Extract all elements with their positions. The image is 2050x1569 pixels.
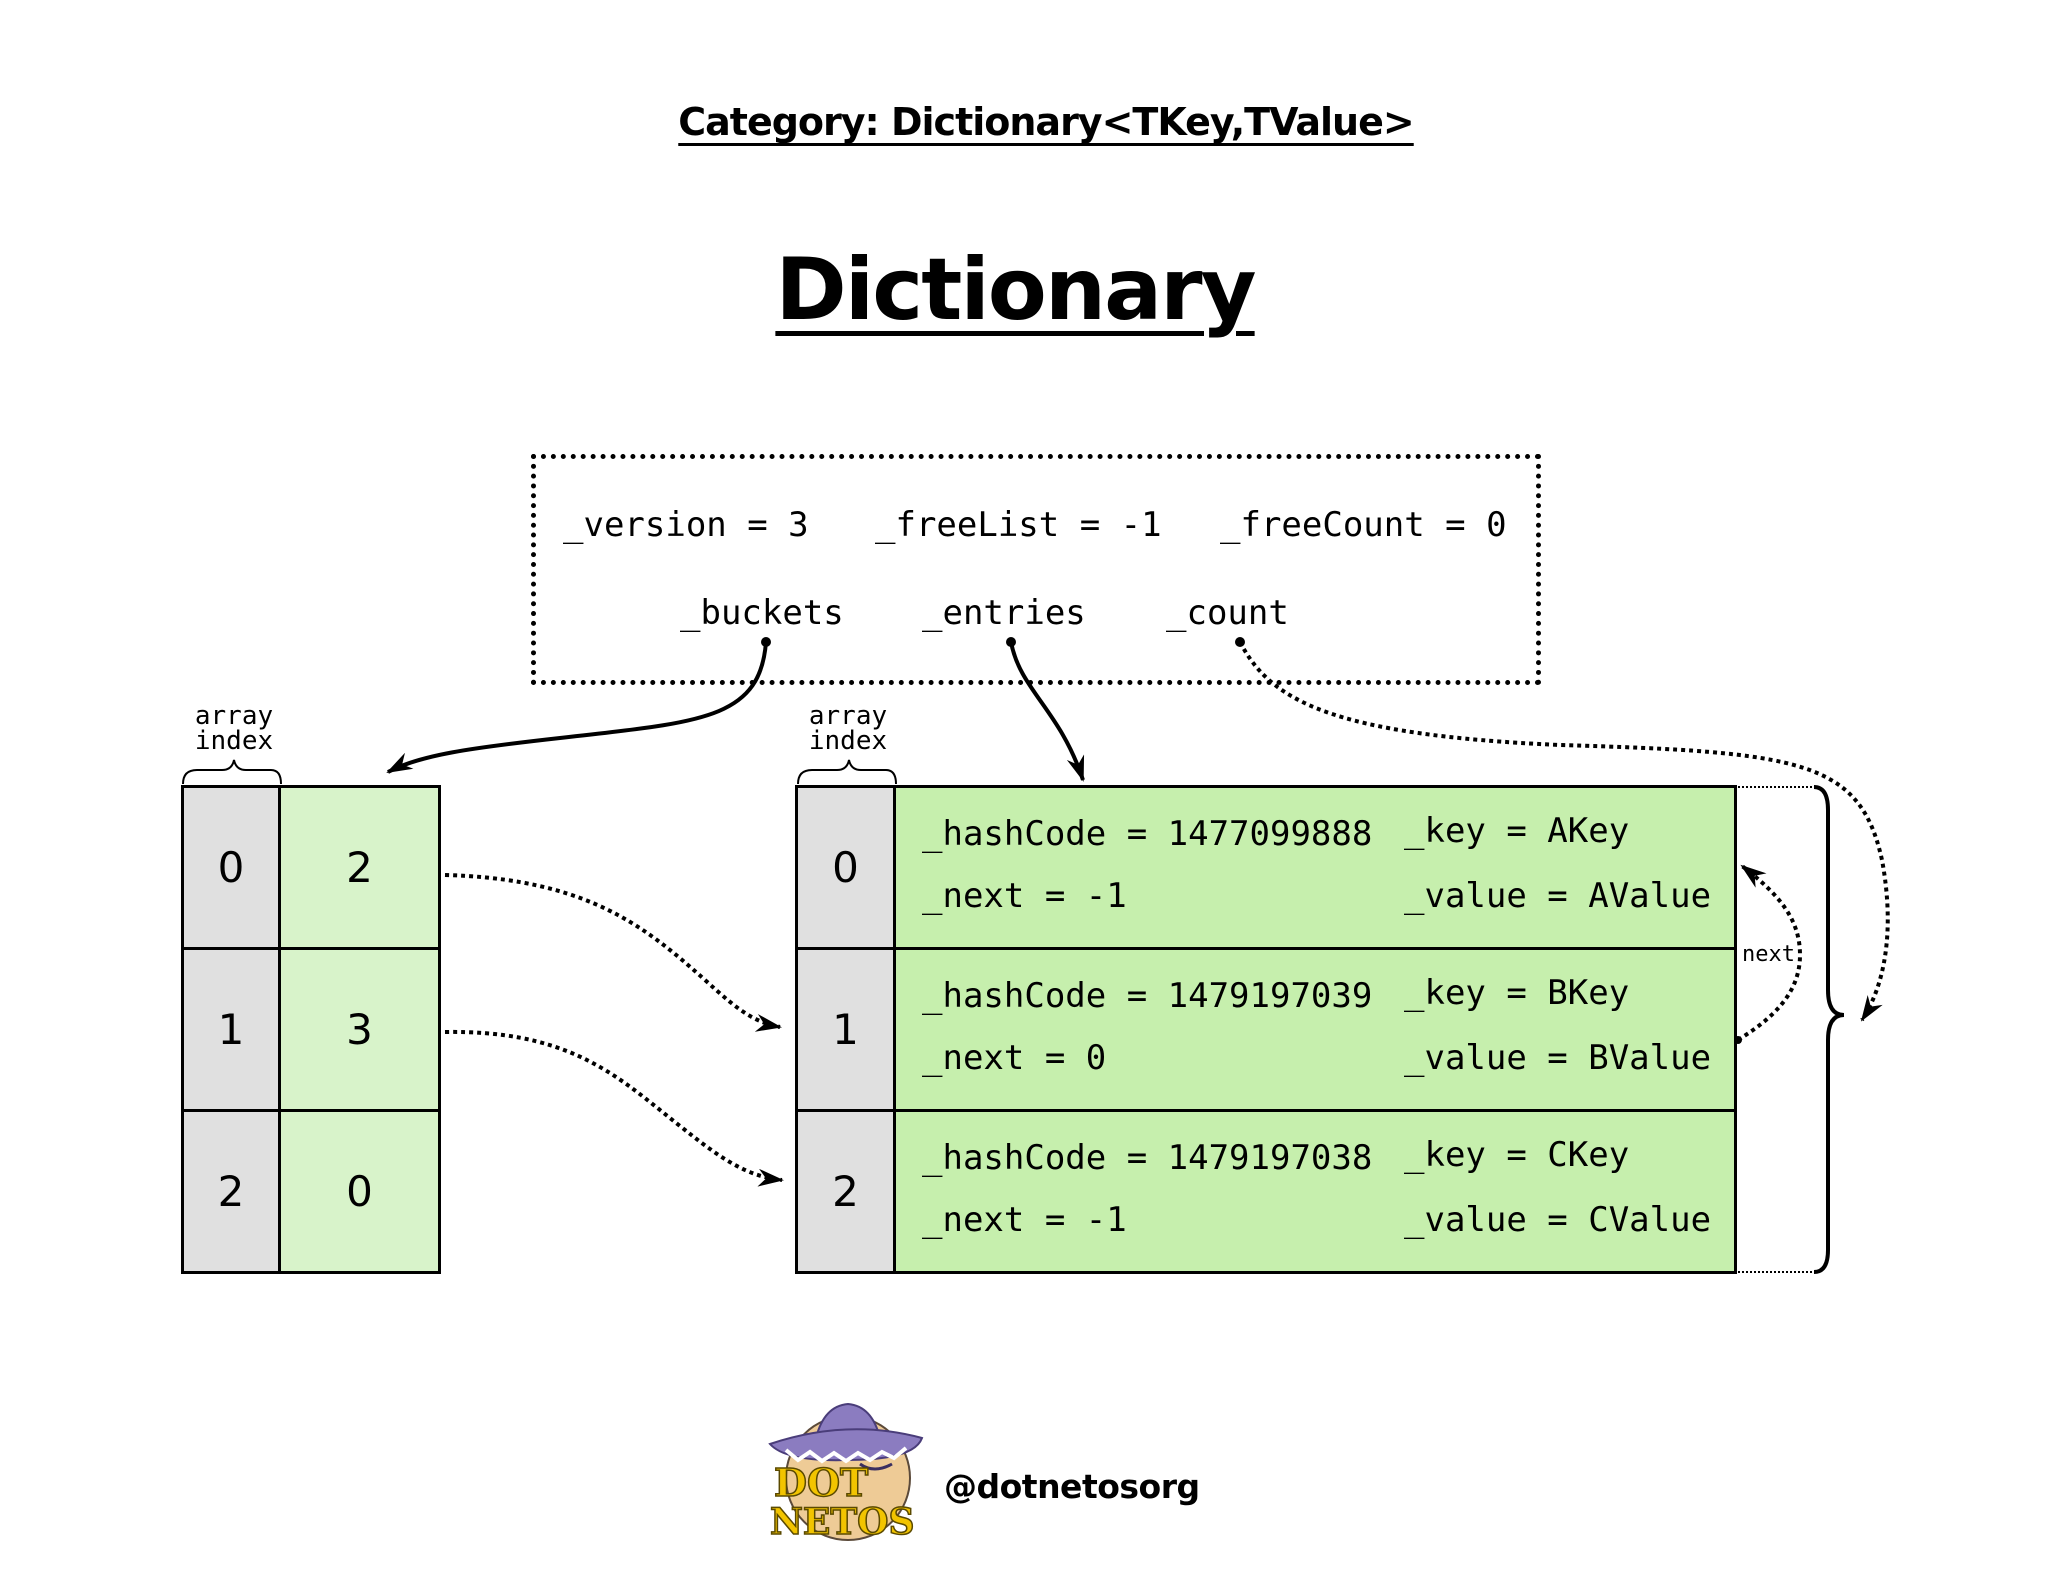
entry-value: _value = AValue [1404,876,1712,916]
page-title: Dictionary [0,240,2030,340]
field-buckets: _buckets [680,593,844,633]
index-label-line: array [194,701,274,731]
entry-key: _key = CKey [1404,1135,1630,1175]
category-title-text: Category: Dictionary<TKey,TValue> [678,100,1414,144]
entry-key: _key = BKey [1404,973,1630,1013]
entry-value: _value = CValue [1404,1200,1712,1240]
svg-text:DOT: DOT [774,1460,868,1505]
entries-index-label: array index [796,701,900,756]
entry-next: _next = -1 [922,1200,1127,1240]
bucket-index-cell: 1 [181,947,281,1112]
bucket-value-cell: 3 [278,947,441,1112]
field-count: _count [1166,593,1289,633]
entry-row [893,1109,1737,1274]
next-label: next [1742,942,1795,967]
index-brace-icon [182,759,897,785]
entry-row [893,785,1737,950]
entry-index-cell: 1 [795,947,896,1112]
entry-next: _next = -1 [922,876,1127,916]
entry-hashcode: _hashCode = 1479197039 [922,976,1373,1016]
page-title-text: Dictionary [775,240,1256,340]
buckets-index-label: array index [182,701,286,756]
entry-hashcode: _hashCode = 1477099888 [922,814,1373,854]
index-label-line: array [808,701,888,731]
index-label-line: index [194,726,274,756]
entry-index-cell: 2 [795,1109,896,1274]
sombrero-logo-icon: DOT NETOS [768,1402,924,1544]
svg-text:NETOS: NETOS [770,1501,915,1543]
category-title: Category: Dictionary<TKey,TValue> [0,100,2050,144]
bucket-value-cell: 2 [278,785,441,950]
bucket-index-cell: 2 [181,1109,281,1274]
count-brace-icon [1813,785,1845,1274]
entry-key: _key = AKey [1404,811,1630,851]
field-version: _version = 3 [563,505,809,545]
bucket-value-cell: 0 [278,1109,441,1274]
entry-index-cell: 0 [795,785,896,950]
entry-next: _next = 0 [922,1038,1107,1078]
entry-value: _value = BValue [1404,1038,1712,1078]
dictionary-fields-box [531,454,1541,685]
twitter-handle[interactable]: @dotnetosorg [944,1467,1200,1506]
entry-row [893,947,1737,1112]
field-entries: _entries [922,593,1086,633]
field-freelist: _freeList = -1 [875,505,1162,545]
index-label-line: index [808,726,888,756]
bucket-index-cell: 0 [181,785,281,950]
field-freecount: _freeCount = 0 [1220,505,1507,545]
dotnetos-logo: DOT NETOS [764,1398,930,1544]
entry-hashcode: _hashCode = 1479197038 [922,1138,1373,1178]
